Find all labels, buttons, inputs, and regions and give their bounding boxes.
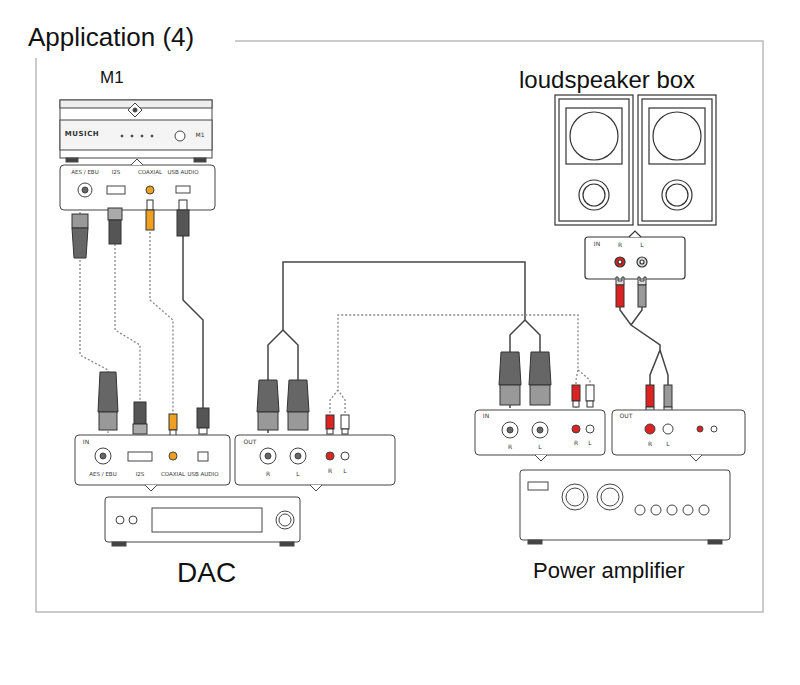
panel-label: I2S — [112, 169, 121, 175]
amp-device — [475, 410, 745, 544]
device-name: loudspeaker box — [519, 66, 695, 94]
split-wire — [338, 390, 345, 417]
split-wire — [578, 370, 590, 387]
device-name: Power amplifier — [533, 558, 685, 583]
cable-line — [115, 212, 140, 433]
panel-label: OUT — [244, 439, 257, 446]
cable-line — [183, 212, 203, 433]
speaker-device — [555, 95, 716, 279]
dac-device — [75, 435, 395, 546]
panel-label: IN — [594, 241, 600, 248]
cable-line — [150, 212, 173, 433]
device-node: Power amplifier — [470, 408, 750, 588]
panel-label: COAXIAL — [161, 471, 185, 477]
m1-plugs — [72, 200, 189, 258]
amp-plugs — [499, 352, 672, 417]
cable — [620, 282, 660, 408]
panel-label: R — [508, 444, 512, 451]
panel-label: USB AUDIO — [187, 471, 218, 477]
panel-label: AES / EBU — [71, 169, 98, 175]
panel-label: MUSICH — [65, 131, 99, 139]
panel-label: USB AUDIO — [167, 169, 198, 175]
panel-label: L — [640, 242, 643, 249]
panel-label: L — [343, 468, 346, 475]
panel-label: L — [296, 471, 299, 478]
frame-border — [36, 41, 763, 612]
panel-label: IN — [483, 413, 489, 420]
panel-label: R — [574, 440, 578, 447]
device-name: M1 — [100, 68, 124, 88]
panel-label: L — [538, 444, 541, 451]
panel-label: L — [588, 440, 591, 447]
diagram-title: Application (4) — [28, 23, 198, 53]
cable — [183, 212, 203, 433]
cable-line — [268, 262, 525, 433]
device-node: loudspeaker box — [515, 62, 745, 282]
m1-device — [60, 100, 215, 210]
panel-label: R — [328, 468, 332, 475]
split-wires — [283, 287, 668, 387]
dac-plugs — [98, 372, 349, 436]
cable — [150, 212, 173, 433]
panel-label: R — [648, 441, 652, 448]
device-node: M1 — [58, 66, 218, 212]
panel-label: R — [266, 471, 270, 478]
panel-label: COAXIAL — [138, 169, 162, 175]
panel-label: R — [618, 242, 622, 249]
device-node: DAC — [73, 433, 398, 595]
device-name: DAC — [177, 557, 236, 589]
panel-label: AES / EBU — [89, 471, 116, 477]
cable-line — [620, 282, 660, 408]
panel-label: L — [666, 441, 669, 448]
panel-label: OUT — [620, 413, 633, 420]
cable — [115, 212, 140, 433]
cable — [268, 262, 525, 433]
panel-label: M1 — [196, 132, 205, 139]
speaker-plugs — [616, 277, 646, 307]
panel-label: IN — [83, 439, 89, 446]
panel-label: I2S — [136, 471, 145, 477]
